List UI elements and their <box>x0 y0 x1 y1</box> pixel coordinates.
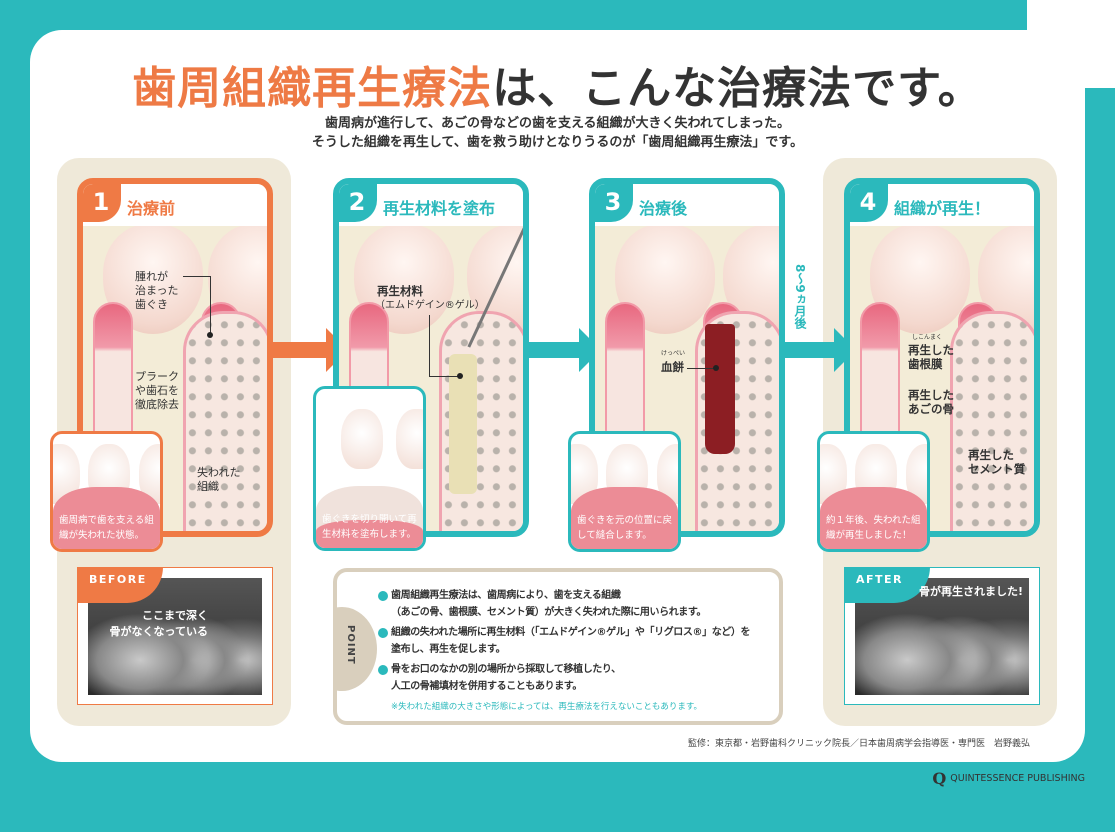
arrow-right-icon <box>272 328 348 372</box>
label-ligament-reading: しこんまく <box>912 334 943 341</box>
step-title: 治療前 <box>127 199 176 218</box>
bone-illustration <box>183 311 267 531</box>
label-plaque-removed: プラーク や歯石を 徹底除去 <box>135 370 179 411</box>
point-tab-label: POINT <box>345 625 356 665</box>
bone-illustration <box>439 311 523 531</box>
interval-label: 8〜9ヵ月後 <box>793 264 807 329</box>
step-title: 組織が再生！ <box>894 199 991 218</box>
publisher-name: QUINTESSENCE PUBLISHING <box>950 773 1085 784</box>
before-xray: BEFORE ここまで深く 骨がなくなっている <box>77 567 273 705</box>
point-item-2: 組織の失われた場所に再生材料（「エムドゲイン®ゲル」や「リグロス®」など）を <box>377 625 751 641</box>
publisher-logo-icon: Q <box>932 769 947 788</box>
subtitle-line-2: そうした組織を再生して、歯を救う助けとなりうるのが「歯周組織再生療法」です。 <box>311 135 804 150</box>
label-regenerated-cementum: 再生した セメント質 <box>968 448 1026 476</box>
label-blood-clot: 血餅 <box>661 360 684 374</box>
label-regenerated-bone: 再生した あごの骨 <box>908 388 954 416</box>
step-header: 4 組織が再生！ <box>850 184 1034 226</box>
point-tab: POINT <box>337 607 377 691</box>
point-item-3-cont: 人工の骨補填材を併用することもあります。 <box>391 681 582 692</box>
step-title: 治療後 <box>639 199 688 218</box>
step-number: 3 <box>595 184 633 222</box>
label-regenerated-ligament: 再生した 歯根膜 <box>908 343 954 371</box>
point-item-2-cont: 塗布し、再生を促します。 <box>391 644 506 655</box>
blood-clot <box>705 324 735 454</box>
step-header: 1 治療前 <box>83 184 267 226</box>
after-xray: AFTER 骨が再生されました! <box>844 567 1040 705</box>
label-clot-reading: けっぺい <box>661 350 686 357</box>
step-3-inset-photo: 歯ぐきを元の位置に戻して縫合します。 <box>568 431 681 552</box>
label-material: 再生材料 <box>377 284 423 298</box>
point-item-1: 歯周組織再生療法は、歯周病により、歯を支える組織 <box>378 588 621 604</box>
inset-caption: 歯周病で歯を支える組織が失われた状態。 <box>59 515 154 541</box>
label-lost-tissue: 失われた 組織 <box>197 466 241 493</box>
label-healed-gum: 腫れが 治まった 歯ぐき <box>135 270 179 311</box>
inset-caption: 歯ぐきを元の位置に戻して縫合します。 <box>577 515 673 541</box>
step-title: 再生材料を塗布 <box>383 199 496 218</box>
step-1-inset-photo: 歯周病で歯を支える組織が失われた状態。 <box>50 431 163 552</box>
step-number: 4 <box>850 184 888 222</box>
before-note: ここまで深く 骨がなくなっている <box>109 609 208 638</box>
step-2-inset-photo: 歯ぐきを切り開いて再生材料を塗布します。 <box>313 386 426 551</box>
label-material-name: （エムドゲイン®ゲル） <box>375 300 485 311</box>
step-3-panel: 3 治療後 けっぺい 血餅 <box>589 178 785 537</box>
inset-caption: 約１年後、失われた組織が再生しました！ <box>826 515 921 541</box>
after-note: 骨が再生されました! <box>919 585 1024 598</box>
point-item-1-cont: （あごの骨、歯根膜、セメント質）が大きく失われた際に用いられます。 <box>391 607 707 618</box>
step-number: 1 <box>83 184 121 222</box>
subtitle-line-1: 歯周病が進行して、あごの骨などの歯を支える組織が大きく失われてしまった。 <box>324 116 790 131</box>
step-number: 2 <box>339 184 377 222</box>
inset-caption: 歯ぐきを切り開いて再生材料を塗布します。 <box>322 514 417 540</box>
point-note: ※失われた組織の大きさや形態によっては、再生療法を行えないこともあります。 <box>391 702 703 712</box>
arrow-right-icon <box>525 328 601 372</box>
step-header: 3 治療後 <box>595 184 779 226</box>
title-rest: は、こんな治療法です。 <box>492 63 983 114</box>
regenerative-material <box>449 354 477 494</box>
page-title: 歯周組織再生療法は、こんな治療法です。 <box>0 52 1115 116</box>
step-4-panel: 4 組織が再生！ しこんまく 再生した 歯根膜 再生した あごの骨 再生した セメ… <box>844 178 1040 537</box>
supervisor-credit: 監修：東京都・岩野歯科クリニック院長／日本歯周病学会指導医・専門医 岩野義弘 <box>687 739 1030 749</box>
arrow-right-icon <box>780 328 856 372</box>
step-4-inset-photo: 約１年後、失われた組織が再生しました！ <box>817 431 930 552</box>
point-item-3: 骨をお口のなかの別の場所から採取して移植したり、 <box>378 662 621 678</box>
point-box: POINT 歯周組織再生療法は、歯周病により、歯を支える組織 （あごの骨、歯根膜… <box>333 568 783 725</box>
title-accent: 歯周組織再生療法 <box>132 63 493 114</box>
bone-illustration <box>950 311 1034 531</box>
step-header: 2 再生材料を塗布 <box>339 184 523 226</box>
